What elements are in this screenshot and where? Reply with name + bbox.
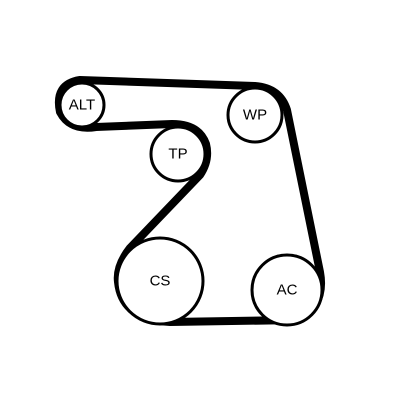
pulley-alt: ALT — [58, 81, 106, 129]
pulley-tp: TP — [149, 125, 207, 183]
pulley-ac-label: AC — [277, 282, 298, 299]
pulley-cs: CS — [115, 236, 205, 326]
pulley-alt-label: ALT — [69, 97, 95, 114]
pulley-wp: WP — [226, 86, 284, 144]
pulley-ac: AC — [250, 253, 324, 327]
pulley-cs-circle — [115, 236, 205, 326]
pulley-wp-circle — [226, 86, 284, 144]
pulley-ac-circle — [250, 253, 324, 327]
pulley-alt-circle — [58, 81, 106, 129]
pulley-cs-label: CS — [150, 273, 171, 290]
pulley-tp-label: TP — [168, 146, 187, 163]
pulley-wp-label: WP — [243, 107, 267, 124]
pulley-tp-circle — [149, 125, 207, 183]
